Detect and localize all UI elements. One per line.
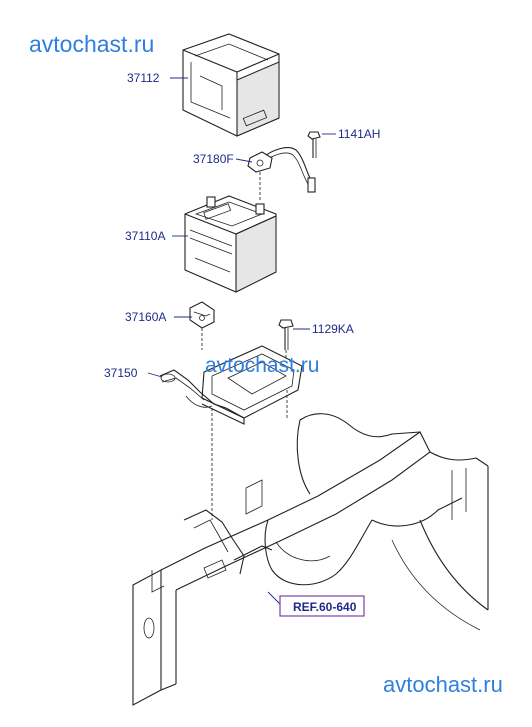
reference-box[interactable]	[279, 595, 365, 617]
body-frame-drawing	[132, 413, 489, 706]
part-label-1141ah: 1141AH	[338, 127, 380, 141]
battery-clamp-drawing	[189, 301, 215, 350]
part-label-37112: 37112	[127, 71, 160, 85]
watermark-top: avtochast.ru	[29, 31, 154, 57]
part-label-37110a: 37110A	[125, 229, 165, 243]
part-label-1129ka: 1129KA	[312, 322, 354, 336]
battery-cover-drawing	[182, 33, 280, 137]
part-label-37160a: 37160A	[125, 310, 166, 324]
battery-cable-drawing	[247, 147, 316, 200]
watermark-bottom: avtochast.ru	[383, 672, 503, 697]
battery-drawing	[184, 195, 277, 293]
watermark-middle: avtochast.ru	[205, 354, 319, 377]
bolt-1141ah-drawing	[307, 131, 321, 158]
part-label-37150: 37150	[104, 366, 138, 380]
reference-label[interactable]: REF.60-640	[293, 600, 357, 614]
leader-lines	[147, 77, 336, 605]
part-label-37180f: 37180F	[193, 152, 234, 166]
battery-tray-drawing	[159, 345, 303, 425]
